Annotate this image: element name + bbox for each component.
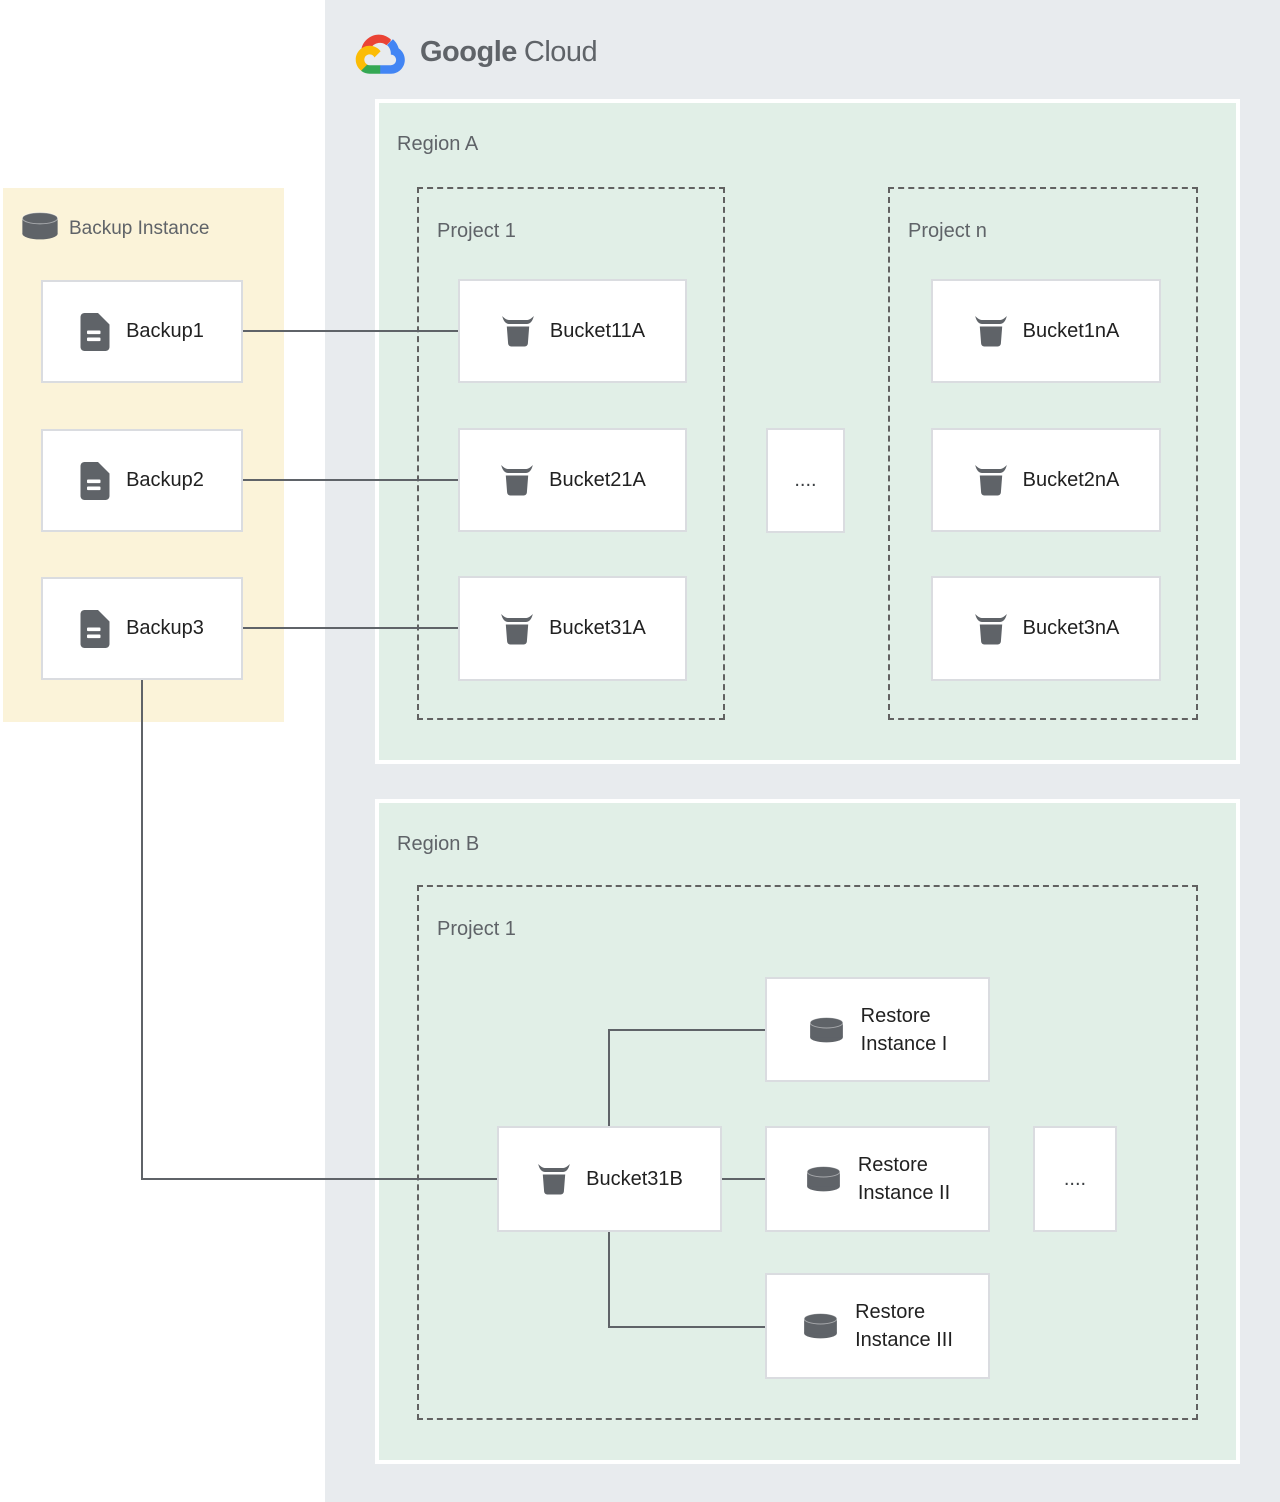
file-icon	[80, 312, 110, 351]
storage-bucket-icon	[500, 315, 536, 347]
connector-bucket31b-restore1-horizontal	[608, 1029, 765, 1031]
bucket31b-node: Bucket31B	[497, 1126, 722, 1232]
connector-bucket31b-restore1-vertical	[608, 1029, 610, 1126]
restore-instance-1-node: Restore Instance I	[765, 977, 990, 1082]
bucket-label: Bucket21A	[549, 468, 646, 491]
backup-label: Backup3	[126, 617, 204, 639]
connector-bucket31b-restore3-vertical	[608, 1232, 610, 1328]
bucket-label: Bucket2nA	[1022, 468, 1120, 491]
file-icon	[80, 461, 110, 500]
file-icon	[80, 609, 110, 648]
database-icon	[805, 1166, 842, 1192]
connector-backup3-bucket31b-vertical	[141, 680, 143, 1180]
backup1-node: Backup1	[41, 280, 243, 383]
backup3-node: Backup3	[41, 577, 243, 680]
connector-bucket31b-restore2	[722, 1178, 765, 1180]
project-label: Project n	[908, 220, 987, 242]
restore-label-line2: Instance II	[857, 1182, 951, 1204]
restore-label-line2: Instance I	[860, 1032, 948, 1055]
connector-backup1-bucket11a	[243, 330, 458, 332]
connector-backup3-bucket31a	[243, 627, 458, 629]
restore-instance-3-node: Restore Instance III	[765, 1273, 990, 1379]
connector-backup3-bucket31b-horizontal	[141, 1178, 497, 1180]
storage-bucket-icon	[499, 464, 535, 496]
bucket-label: Bucket31B	[586, 1167, 683, 1190]
region-a-project-n: Project n	[888, 187, 1198, 720]
bucket21a-node: Bucket21A	[458, 428, 687, 532]
restore-label: Restore Instance I	[861, 1002, 948, 1058]
connector-bucket31b-restore3-horizontal	[608, 1326, 765, 1328]
restore-label: Restore Instance III	[855, 1298, 953, 1354]
bucket31a-node: Bucket31A	[458, 576, 687, 681]
google-cloud-icon	[355, 34, 405, 74]
storage-bucket-icon	[973, 613, 1009, 645]
bucket1na-node: Bucket1nA	[931, 279, 1161, 383]
backup-label: Backup2	[126, 469, 204, 491]
region-a-ellipsis-node: ....	[766, 428, 845, 533]
bucket-label: Bucket31A	[549, 617, 646, 639]
storage-bucket-icon	[499, 613, 535, 645]
backup-instance-title: Backup Instance	[69, 217, 210, 239]
bucket-label: Bucket3nA	[1022, 617, 1120, 639]
bucket-label: Bucket11A	[549, 319, 646, 342]
logo-brand-text: Google	[420, 35, 517, 68]
connector-backup2-bucket21a	[243, 479, 458, 481]
region-a-project-1: Project 1	[417, 187, 725, 720]
storage-bucket-icon	[973, 315, 1009, 347]
ellipsis-label: ....	[1063, 1167, 1087, 1190]
restore-label-line1: Restore	[857, 1154, 928, 1176]
database-icon	[808, 1016, 845, 1043]
region-a-label: Region A	[397, 133, 479, 155]
bucket3na-node: Bucket3nA	[931, 576, 1161, 681]
restore-instance-2-node: Restore Instance II	[765, 1126, 990, 1232]
backup-label: Backup1	[126, 320, 204, 342]
restore-label-line1: Restore	[855, 1301, 926, 1323]
backup2-node: Backup2	[41, 429, 243, 532]
restore-label-line1: Restore	[860, 1004, 931, 1027]
restore-label-line2: Instance III	[855, 1329, 953, 1351]
storage-bucket-icon	[973, 464, 1009, 496]
ellipsis-label: ....	[794, 469, 817, 491]
bucket2na-node: Bucket2nA	[931, 428, 1161, 532]
project-label: Project 1	[437, 220, 516, 242]
backup-instance-header: Backup Instance	[20, 212, 209, 245]
region-b-ellipsis-node: ....	[1033, 1126, 1117, 1232]
region-b-label: Region B	[397, 833, 480, 855]
restore-label: Restore Instance II	[858, 1151, 950, 1207]
storage-bucket-icon	[536, 1163, 572, 1195]
project-label: Project 1	[437, 918, 516, 940]
bucket-label: Bucket1nA	[1022, 319, 1120, 342]
logo-product-text: Cloud	[523, 35, 598, 68]
bucket11a-node: Bucket11A	[458, 279, 687, 383]
region-b-project-1: Project 1	[417, 885, 1198, 1420]
database-icon	[20, 212, 60, 245]
database-icon	[802, 1313, 839, 1339]
